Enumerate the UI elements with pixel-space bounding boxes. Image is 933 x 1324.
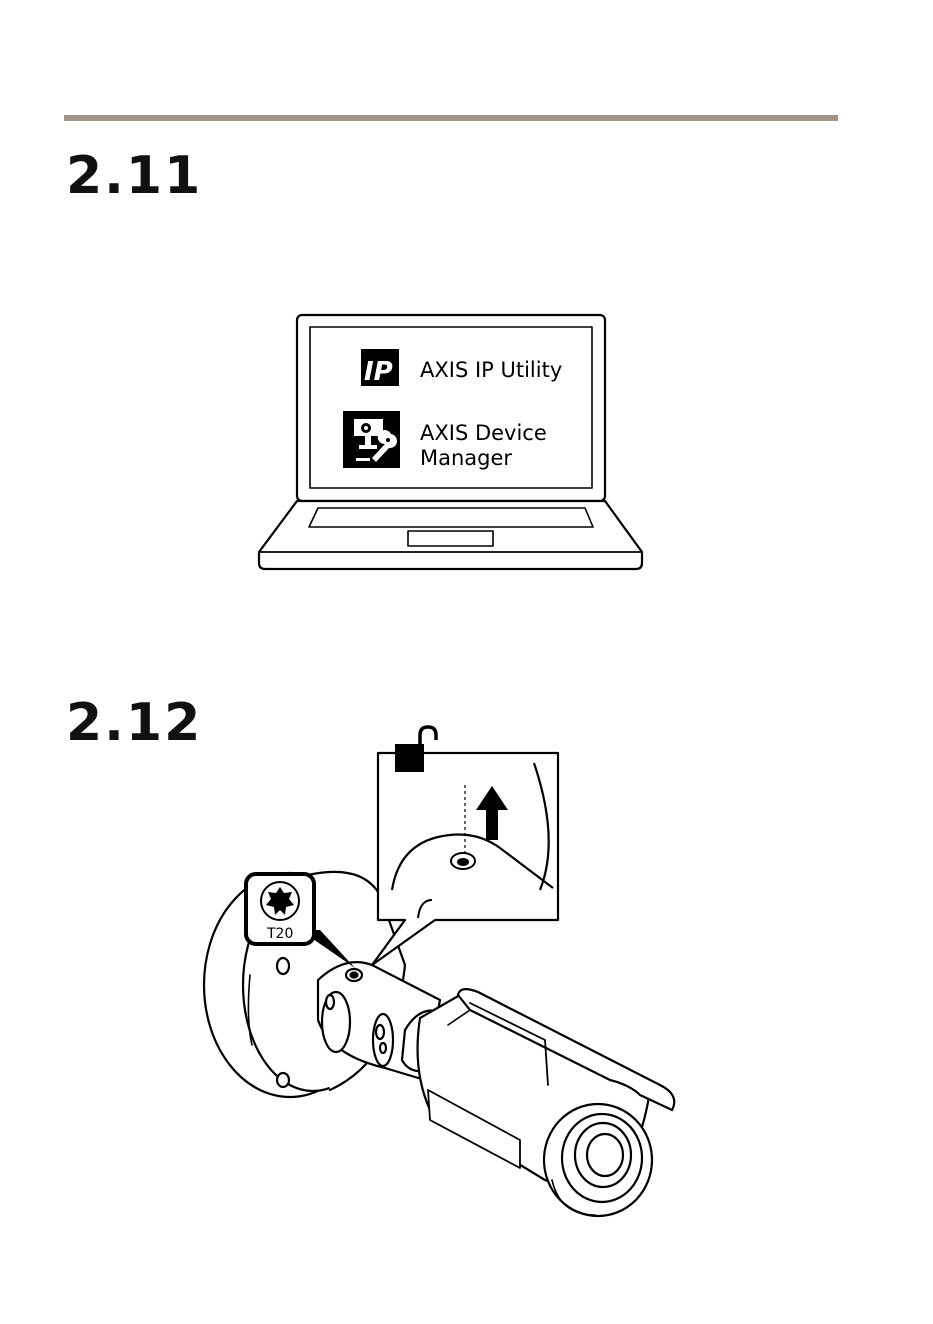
- tool-label-t20: T20: [266, 926, 293, 942]
- camera-lens: [544, 1104, 652, 1216]
- detail-callout: [372, 727, 558, 965]
